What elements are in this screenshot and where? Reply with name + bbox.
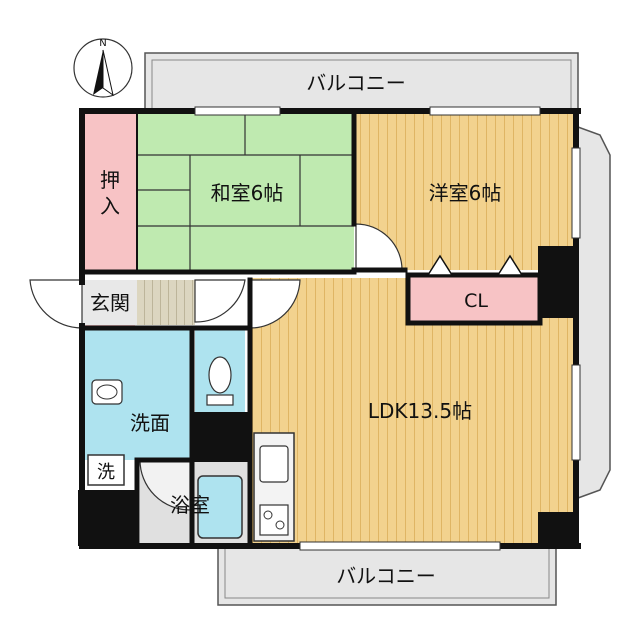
sen-label: 洗 [97,462,115,483]
balcony-bottom-label: バルコニー [336,564,436,588]
balcony-right [577,125,611,500]
washitsu-label: 和室6帖 [211,181,284,205]
windows [194,106,581,551]
senmen-label: 洗面 [130,411,170,435]
compass: N [73,38,133,98]
cl-label: CL [464,290,488,312]
balcony-top-label: バルコニー [306,71,406,95]
toilet-fixture [206,356,234,406]
wash-basin [91,379,123,405]
tatami-grid [137,112,354,270]
door-swings [29,223,403,511]
oshiire-label-2: 入 [100,194,120,218]
genkan-step [137,280,195,325]
closet-oshiire [85,112,137,270]
washer-space [87,454,125,486]
oshiire-label-1: 押 [100,168,120,192]
yokushitsu-label: 浴室 [170,493,210,517]
stove [259,504,289,536]
genkan-area [82,280,137,325]
ldk-label: LDK13.5帖 [368,399,472,423]
balcony-top [144,52,579,111]
compass-north-label: N [99,38,106,49]
balcony-bottom [217,547,557,606]
genkan-label: 玄関 [90,291,130,315]
sink [259,445,289,483]
yoshitsu-label: 洋室6帖 [429,181,502,205]
bathtub [197,475,243,539]
